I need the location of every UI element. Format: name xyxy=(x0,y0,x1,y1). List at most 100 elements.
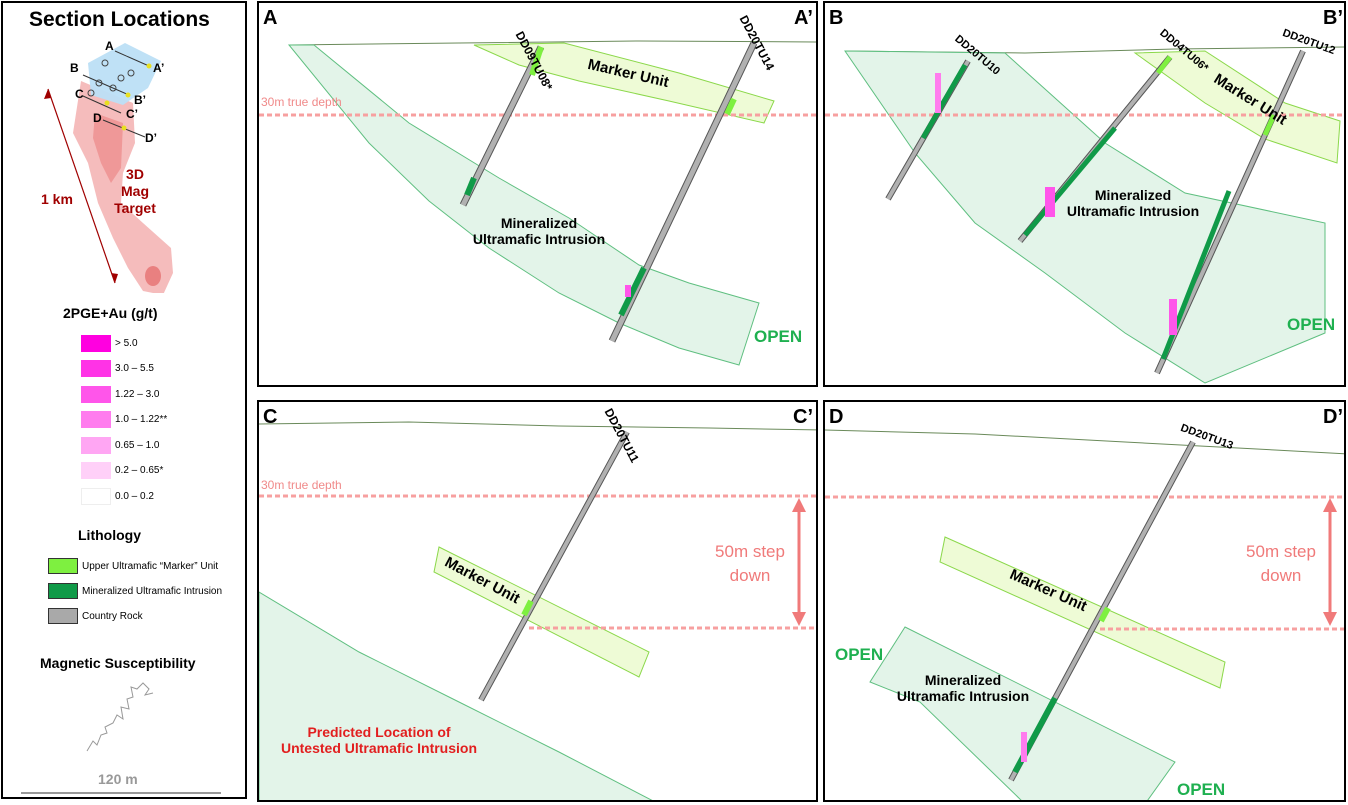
map-label-b: B xyxy=(70,61,79,75)
lithology-legend-row: Country Rock xyxy=(48,607,143,625)
mag-target-core xyxy=(93,113,123,183)
section-d-end: D’ xyxy=(1323,406,1343,428)
drill-collar xyxy=(127,69,135,77)
ground-surface xyxy=(288,40,816,46)
mag-target-tail xyxy=(145,266,161,286)
scale-arrowhead xyxy=(111,273,118,283)
grade-legend-label: 1.0 – 1.22** xyxy=(115,414,168,425)
grade-legend-label: 0.65 – 1.0 xyxy=(115,439,160,451)
map-label-d: D xyxy=(93,111,102,125)
grade-swatch xyxy=(81,436,111,454)
map-label-a-prime: A’ xyxy=(153,61,165,75)
step-down-line1: 50m step xyxy=(715,542,785,561)
drill-collar xyxy=(95,79,103,87)
mineralized-intercept xyxy=(464,176,477,197)
mag-target-label: 3D Mag Target xyxy=(111,166,159,217)
grade-legend-row: 0.0 – 0.2 xyxy=(81,487,154,505)
section-c-start: C xyxy=(263,406,278,428)
mineralized-intercept xyxy=(1023,126,1117,237)
section-d-drawing xyxy=(825,429,1344,800)
marker-intercept xyxy=(1262,113,1277,137)
section-locations-sidebar: Section Locations A A’ B B’ C C’ D D’ 1 … xyxy=(1,1,247,799)
lithology-swatch xyxy=(48,558,78,574)
lithology-legend-row: Upper Ultramafic “Marker” Unit xyxy=(48,557,218,575)
depth-30m-label: 30m true depth xyxy=(261,478,342,492)
grade-legend-label: 1.22 – 3.0 xyxy=(115,388,160,400)
grade-swatch xyxy=(81,411,111,428)
survey-area xyxy=(88,43,161,105)
grade-legend-row: 1.0 – 1.22** xyxy=(81,411,167,429)
section-line-b xyxy=(82,74,130,96)
section-panel-d: D D’ DD20TU13 Marker Unit 50m step down … xyxy=(823,400,1346,802)
mag-title: Magnetic Susceptibility xyxy=(40,655,196,671)
section-a-drawing xyxy=(259,40,816,366)
grade-swatch xyxy=(81,462,111,479)
step-down-label: 50m step down xyxy=(1240,540,1322,588)
predicted-intrusion-zone xyxy=(259,591,653,800)
drillhole-body xyxy=(479,431,629,701)
mineralized-intrusion-zone xyxy=(869,626,1176,800)
step-down-label: 50m step down xyxy=(709,540,791,588)
location-map xyxy=(44,43,173,293)
open-label: OPEN xyxy=(754,327,803,346)
grade-legend-label: 3.0 – 5.5 xyxy=(115,363,154,374)
depth-30m-label: 30m true depth xyxy=(261,95,342,109)
open-label: OPEN xyxy=(835,645,884,664)
step-down-line2: down xyxy=(1260,566,1302,585)
map-label-c-prime: C’ xyxy=(126,107,138,121)
mag-target-line2: Mag xyxy=(121,183,149,199)
mineralized-label: Mineralized Ultramafic Intrusion xyxy=(454,215,624,247)
grade-swatch xyxy=(81,487,111,505)
step-arrowhead xyxy=(1323,612,1337,626)
lithology-legend-row: Mineralized Ultramafic Intrusion xyxy=(48,582,222,600)
section-d-start: D xyxy=(829,406,844,428)
section-b-drawing xyxy=(825,46,1344,384)
section-panel-b: B B’ DD20TU10 DD04TU06* DD20TU12 Marker … xyxy=(823,1,1346,387)
drill-collar xyxy=(87,89,95,97)
step-arrowhead xyxy=(792,498,806,512)
mineralized-label: Mineralized Ultramafic Intrusion xyxy=(893,672,1033,704)
grade-legend-label: 0.2 – 0.65* xyxy=(115,465,164,476)
grade-legend-label: 0.0 – 0.2 xyxy=(115,490,154,502)
map-label-d-prime: D’ xyxy=(145,131,157,145)
map-label-c: C xyxy=(75,87,84,101)
lithology-title: Lithology xyxy=(78,527,141,543)
grade-legend-row: 0.65 – 1.0 xyxy=(81,436,159,454)
mineralized-label-line2: Ultramafic Intrusion xyxy=(1066,203,1200,219)
lithology-swatch xyxy=(48,608,78,624)
drill-collar xyxy=(117,74,125,82)
marker-unit-zone xyxy=(473,42,775,124)
marker-unit-zone xyxy=(433,546,650,678)
predicted-label-line2: Untested Ultramafic Intrusion xyxy=(280,740,478,756)
step-arrowhead xyxy=(792,612,806,626)
marker-intercept xyxy=(1156,55,1172,75)
grade-legend-row: 3.0 – 5.5 xyxy=(81,360,154,378)
open-label: OPEN xyxy=(1177,780,1226,799)
mag-scale-bar xyxy=(21,792,221,794)
mag-target-line3: Target xyxy=(114,200,156,216)
marker-unit-zone xyxy=(1133,50,1341,164)
grade-swatch xyxy=(81,334,111,352)
mag-scale-label: 120 m xyxy=(98,771,138,787)
sidebar-title: Section Locations xyxy=(29,8,210,31)
open-label: OPEN xyxy=(1287,315,1336,334)
grade-legend-row: 0.2 – 0.65* xyxy=(81,462,163,480)
mineralized-label-line1: Mineralized xyxy=(924,672,1002,688)
marker-unit-zone xyxy=(939,536,1226,689)
grade-legend-row: > 5.0 xyxy=(81,334,138,352)
grade-bar xyxy=(1021,732,1027,762)
predicted-label-line1: Predicted Location of xyxy=(307,724,451,740)
scale-label: 1 km xyxy=(41,191,73,207)
mineralized-label-line2: Ultramafic Intrusion xyxy=(896,688,1030,704)
ground-surface xyxy=(259,421,816,431)
grade-bar xyxy=(1045,187,1055,217)
section-panel-c: C C’ DD20TU11 30m true depth Marker Unit… xyxy=(257,400,818,802)
section-a-end: A’ xyxy=(794,7,813,29)
map-label-b-prime: B’ xyxy=(134,93,146,107)
step-down-line2: down xyxy=(729,566,771,585)
map-label-a: A xyxy=(105,39,114,53)
grade-bar xyxy=(625,285,631,297)
mineralized-intrusion-zone xyxy=(844,50,1326,384)
grade-legend-row: 1.22 – 3.0 xyxy=(81,385,159,403)
collar-marker xyxy=(146,63,152,69)
